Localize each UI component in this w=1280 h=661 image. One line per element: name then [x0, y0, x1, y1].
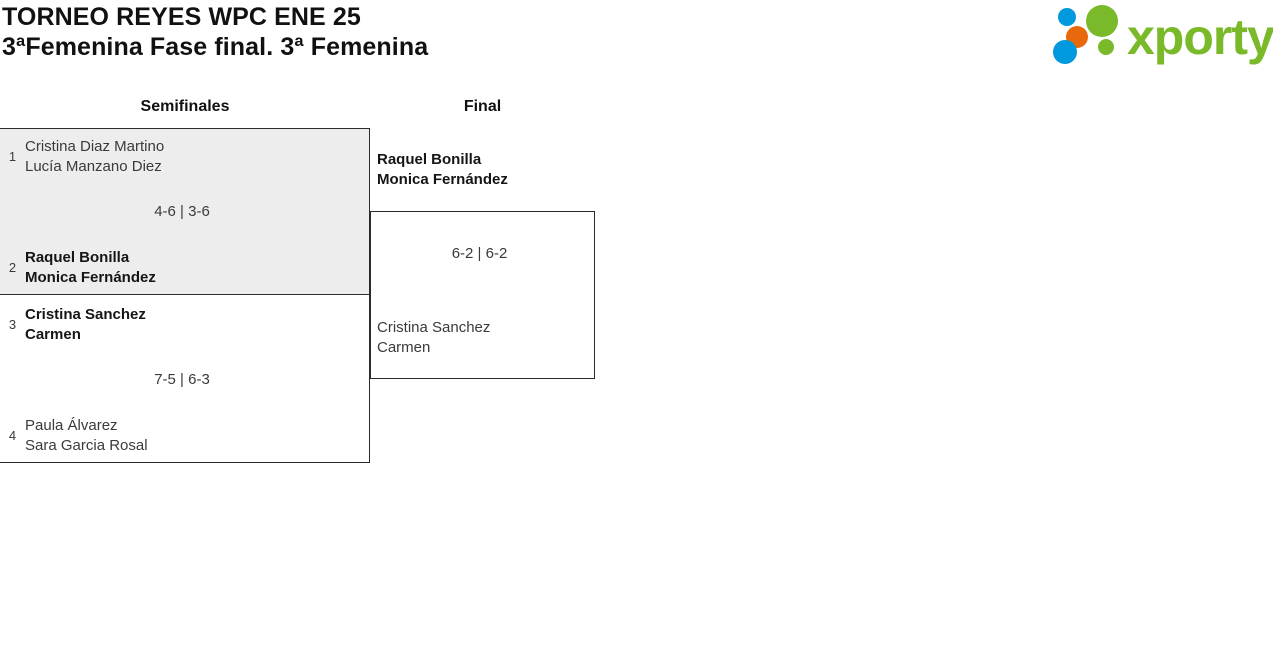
player-name: Carmen — [377, 338, 431, 356]
tournament-title-block: TORNEO REYES WPC ENE 25 3ªFemenina Fase … — [0, 0, 428, 63]
team-names: Paula Álvarez Sara Garcia Rosal — [25, 416, 148, 455]
team-names: Cristina Sanchez Carmen — [25, 305, 146, 344]
match-semifinal-2[interactable] — [0, 295, 370, 463]
round-header-final: Final — [463, 98, 502, 115]
match-score: 6-2 | 6-2 — [451, 245, 508, 262]
team-names: Raquel Bonilla Monica Fernández — [25, 248, 156, 287]
final-team-top[interactable]: Raquel Bonilla Monica Fernández — [377, 150, 597, 189]
match-final[interactable] — [370, 211, 595, 379]
player-name: Carmen — [25, 325, 81, 343]
tournament-title: TORNEO REYES WPC ENE 25 — [2, 3, 361, 31]
player-name: Raquel Bonilla — [25, 249, 130, 266]
page-header: TORNEO REYES WPC ENE 25 3ªFemenina Fase … — [0, 0, 1280, 90]
svg-text:xporty: xporty — [1127, 9, 1273, 65]
xporty-logo-icon: xporty — [1053, 5, 1273, 65]
player-name: Cristina Diaz Martino — [25, 138, 165, 155]
player-name: Monica Fernández — [377, 170, 508, 188]
seed-number: 2 — [8, 260, 17, 275]
team-row[interactable]: 3 Cristina Sanchez Carmen — [0, 305, 360, 344]
match-score: 7-5 | 6-3 — [154, 371, 210, 388]
player-name: Raquel Bonilla — [377, 151, 482, 168]
player-name: Lucía Manzano Diez — [25, 157, 162, 175]
seed-number: 3 — [8, 317, 17, 332]
seed-number: 1 — [8, 149, 17, 164]
team-row[interactable]: 1 Cristina Diaz Martino Lucía Manzano Di… — [0, 137, 360, 176]
final-team-bottom[interactable]: Cristina Sanchez Carmen — [377, 318, 597, 357]
player-name: Cristina Sanchez — [377, 319, 491, 336]
round-header-semifinales: Semifinales — [140, 98, 230, 115]
team-row[interactable]: 2 Raquel Bonilla Monica Fernández — [0, 248, 360, 287]
match-semifinal-1[interactable] — [0, 128, 370, 295]
semifinals-frame — [0, 128, 370, 463]
player-name: Cristina Sanchez — [25, 306, 146, 323]
tournament-subtitle: 3ªFemenina Fase final. 3ª Femenina — [2, 33, 429, 61]
seed-number: 4 — [8, 428, 17, 443]
match-score: 4-6 | 3-6 — [154, 203, 210, 220]
player-name: Sara Garcia Rosal — [25, 436, 148, 454]
player-name: Paula Álvarez — [25, 417, 118, 434]
player-name: Monica Fernández — [25, 268, 156, 286]
xporty-logo[interactable]: xporty — [1045, 3, 1273, 65]
team-names: Cristina Diaz Martino Lucía Manzano Diez — [25, 137, 164, 176]
team-row[interactable]: 4 Paula Álvarez Sara Garcia Rosal — [0, 416, 360, 455]
